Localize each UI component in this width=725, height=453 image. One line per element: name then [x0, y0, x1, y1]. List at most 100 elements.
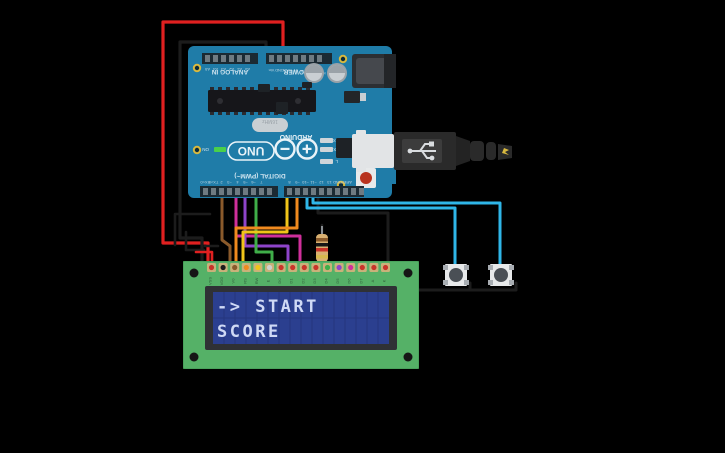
- wire-orange: [234, 194, 299, 264]
- lcd-pin-hole: [313, 264, 319, 271]
- arduino-brand-label: ARDUINO: [279, 133, 312, 140]
- status-leds: RX TX L: [320, 138, 339, 164]
- pushbutton-legs: [443, 265, 469, 285]
- svg-text:3.3V: 3.3V: [299, 69, 308, 74]
- lcd-cell-grid: [213, 292, 389, 344]
- resistor-band: [316, 243, 328, 247]
- lcd-pin-hole: [243, 264, 249, 271]
- resistor-band: [316, 238, 328, 242]
- lcd-pin-hole: [348, 264, 354, 271]
- svg-text:RX<0: RX<0: [200, 180, 211, 185]
- lcd-pin-label: D5: [335, 278, 340, 284]
- digital-header[interactable]: [200, 186, 364, 197]
- svg-text:4: 4: [236, 180, 239, 185]
- svg-text:GND: GND: [333, 180, 342, 185]
- svg-text:A1: A1: [236, 67, 242, 72]
- usb-cable-ferrite: [470, 141, 484, 161]
- capacitor: [304, 63, 324, 83]
- svg-text:5V: 5V: [293, 68, 298, 73]
- wire-gnd-lcd-jump: [184, 230, 206, 252]
- lcd-pin-label: D6: [347, 278, 352, 284]
- lcd-mounting-hole: [189, 352, 199, 362]
- svg-text:7: 7: [260, 180, 263, 185]
- lcd-pin-hole: [232, 264, 238, 271]
- lcd-pin-label: RW: [254, 277, 259, 284]
- lcd-pin-hole: [208, 264, 215, 271]
- lcd-pin-label: V0: [231, 278, 236, 284]
- lcd-mounting-hole: [189, 268, 199, 278]
- svg-text:~11: ~11: [309, 180, 316, 185]
- wire-gnd-button2: [468, 281, 518, 292]
- wire-blue-1: [305, 194, 457, 266]
- wire-gnd-main: [178, 40, 268, 264]
- usb-cable-spark: [502, 148, 509, 155]
- lcd-line-1: -> START: [217, 297, 319, 317]
- pushbutton-2[interactable]: [488, 262, 514, 288]
- svg-text:2: 2: [220, 180, 223, 185]
- digital-label: DIGITAL (PWM~): [234, 172, 285, 179]
- svg-text:~3: ~3: [226, 180, 231, 185]
- svg-text:RX: RX: [333, 138, 339, 143]
- lcd-pin-label: A: [370, 279, 375, 282]
- usb-trident-icon: [407, 141, 436, 161]
- lcd-mounting-hole: [403, 268, 413, 278]
- svg-text:ON: ON: [202, 147, 209, 152]
- lcd-pin-hole: [220, 264, 226, 271]
- power-label: POWER: [283, 68, 308, 75]
- lcd-pin-label: D4: [324, 278, 329, 284]
- lcd-pin-hole: [290, 264, 296, 271]
- svg-text:8: 8: [288, 180, 291, 185]
- svg-text:A4: A4: [212, 67, 218, 72]
- usb-port-shell: [352, 134, 394, 168]
- svg-text:Vin: Vin: [269, 68, 275, 73]
- lcd-pin-hole: [336, 264, 342, 271]
- voltage-regulator: [344, 91, 366, 103]
- wire-green: [254, 194, 274, 264]
- svg-text:12: 12: [319, 180, 324, 185]
- reset-button[interactable]: [356, 168, 376, 188]
- arduino-infinity-logo: [274, 138, 318, 160]
- lcd-pin-hole: [278, 264, 284, 271]
- wire-magenta: [234, 194, 302, 264]
- lcd-pin-label: RS: [242, 278, 247, 284]
- dc-barrel-jack: [352, 54, 396, 88]
- svg-text:A0: A0: [244, 67, 250, 72]
- svg-text:A3: A3: [220, 67, 226, 72]
- lcd-pin-hole: [266, 264, 273, 271]
- resistor[interactable]: [312, 226, 332, 270]
- usb-cable-strain: [456, 136, 470, 166]
- smd-components: [258, 82, 312, 114]
- lcd-mounting-hole: [403, 352, 413, 362]
- analog-in-header[interactable]: [202, 53, 258, 64]
- svg-text:L: L: [335, 159, 338, 164]
- pushbutton-cap: [494, 268, 508, 282]
- svg-text:AREF: AREF: [341, 180, 352, 185]
- wire-5v-hook: [194, 250, 214, 264]
- lcd-pin-label: D0: [277, 278, 282, 284]
- power-header[interactable]: [266, 53, 332, 64]
- wire-yellow: [241, 194, 289, 264]
- lcd-pin-hole: [255, 264, 261, 271]
- lcd-pin-hole: [324, 264, 331, 271]
- lcd-pin-hole: [382, 264, 389, 271]
- usb-connector-body: [394, 132, 456, 170]
- svg-text:~5: ~5: [242, 180, 247, 185]
- resistor-band: [316, 248, 328, 252]
- pushbutton-legs: [488, 265, 514, 285]
- analog-in-label: ANALOG IN: [211, 68, 248, 75]
- lcd-line-2: SCORE: [217, 322, 281, 342]
- lcd-pin-hole: [371, 264, 377, 271]
- pushbutton-cap: [449, 268, 463, 282]
- lcd-pin-label: E: [266, 279, 271, 282]
- capacitor: [327, 63, 347, 83]
- svg-text:~6: ~6: [250, 180, 255, 185]
- arduino-uno-board[interactable]: ANALOG IN POWER A5 A4 A3 A2 A1 A0 Vin GN…: [188, 46, 396, 198]
- led-on: ON: [202, 147, 226, 152]
- lcd-pin-label: D2: [300, 278, 305, 284]
- lcd-pin-label: VSS: [208, 277, 213, 285]
- pushbutton-1[interactable]: [443, 262, 469, 288]
- uno-label: UNO: [238, 144, 265, 158]
